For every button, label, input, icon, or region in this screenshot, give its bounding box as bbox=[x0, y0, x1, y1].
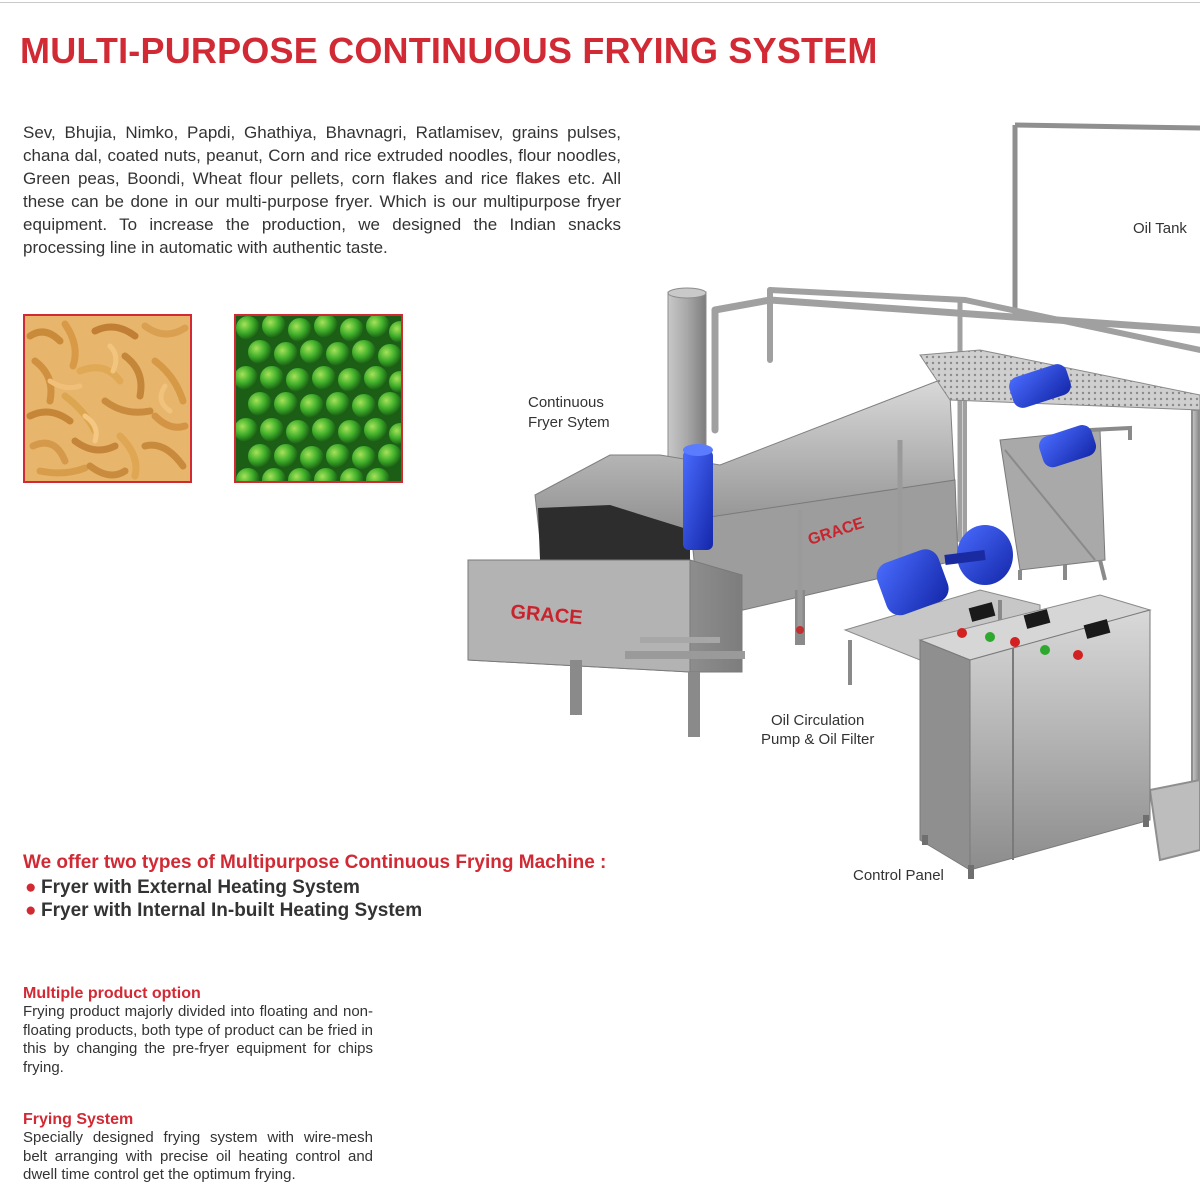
offer-item: ●Fryer with External Heating System bbox=[25, 876, 422, 899]
feature-multiple-product: Multiple product option Frying product m… bbox=[23, 985, 373, 1077]
label-pump-line2: Pump & Oil Filter bbox=[761, 731, 875, 748]
feature-frying-system: Frying System Specially designed frying … bbox=[23, 1111, 373, 1185]
green-peas-illustration bbox=[236, 316, 401, 481]
sev-snack-image bbox=[23, 314, 192, 483]
page-title: MULTI-PURPOSE CONTINUOUS FRYING SYSTEM bbox=[20, 30, 878, 71]
sev-snack-illustration bbox=[25, 316, 190, 481]
offer-item: ●Fryer with Internal In-built Heating Sy… bbox=[25, 899, 422, 922]
label-fryer-line2: Fryer Sytem bbox=[528, 414, 610, 431]
control-panel bbox=[918, 594, 1152, 879]
label-fryer-line1: Continuous bbox=[528, 394, 604, 411]
feature-text: Frying product majorly divided into floa… bbox=[23, 1003, 373, 1076]
offer-item-text: Fryer with External Heating System bbox=[41, 877, 360, 898]
hopper bbox=[999, 425, 1132, 581]
motors bbox=[683, 364, 1097, 616]
feature-title: Multiple product option bbox=[23, 985, 201, 1002]
feature-title: Frying System bbox=[23, 1111, 134, 1128]
fryer-body bbox=[467, 379, 959, 737]
top-rule bbox=[0, 2, 1200, 3]
green-peas-image bbox=[234, 314, 403, 483]
label-oil-tank: Oil Tank bbox=[1133, 220, 1187, 237]
machine-drawing: GRACE GRACE bbox=[467, 122, 1200, 879]
offer-list: ●Fryer with External Heating System ●Fry… bbox=[25, 876, 422, 922]
chimney bbox=[667, 287, 707, 473]
oil-tank bbox=[1012, 122, 1200, 862]
offer-title: We offer two types of Multipurpose Conti… bbox=[23, 852, 607, 873]
feature-text: Specially designed frying system with wi… bbox=[23, 1129, 373, 1183]
label-control-panel: Control Panel bbox=[853, 867, 944, 884]
intro-paragraph: Sev, Bhujia, Nimko, Papdi, Ghathiya, Bha… bbox=[23, 123, 621, 257]
bullet-icon: ● bbox=[25, 877, 37, 898]
label-pump-line1: Oil Circulation bbox=[771, 712, 865, 729]
frying-machine-illustration: GRACE GRACE bbox=[460, 110, 1200, 895]
offer-item-text: Fryer with Internal In-built Heating Sys… bbox=[41, 900, 423, 921]
bullet-icon: ● bbox=[25, 900, 37, 921]
